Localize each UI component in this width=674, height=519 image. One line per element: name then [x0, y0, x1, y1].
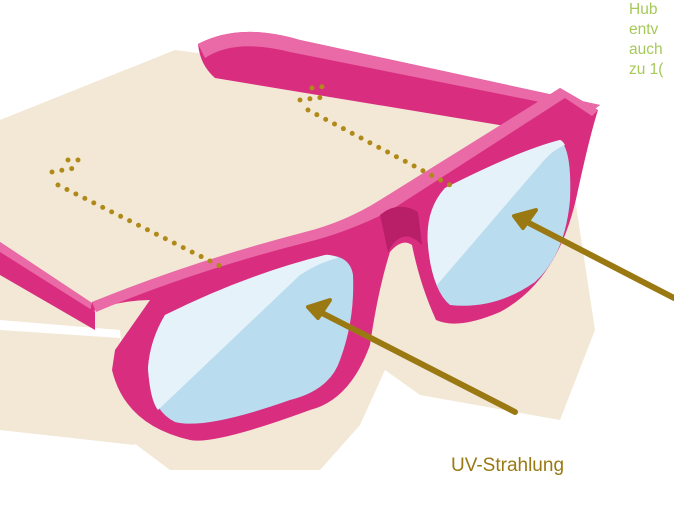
cropped-side-text: Hub entv auch zu 1(	[629, 0, 674, 80]
uv-radiation-label: UV-Strahlung	[451, 455, 564, 477]
side-text-line: zu 1(	[629, 60, 674, 80]
side-text-line: auch	[629, 40, 674, 60]
side-text-line: Hub	[629, 0, 674, 20]
side-text-line: entv	[629, 20, 674, 40]
